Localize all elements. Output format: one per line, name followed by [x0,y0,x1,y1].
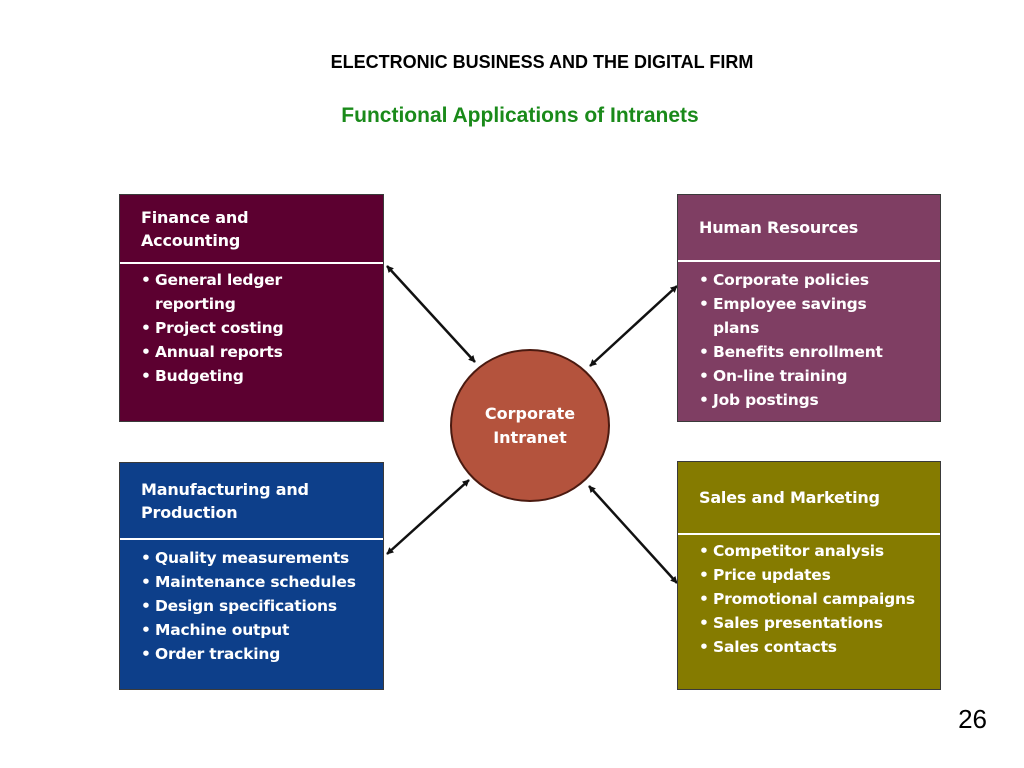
bullet-icon: • [141,271,151,289]
bullet-icon: • [699,391,709,409]
list-item-text: Promotional campaigns [713,590,915,608]
list-item-text: Annual reports [155,343,283,361]
list-item-text: Maintenance schedules [155,573,356,591]
list-item: •Employee savings plans [699,292,940,340]
list-item: •Maintenance schedules [141,570,383,594]
bullet-icon: • [141,343,151,361]
list-item: •Project costing [141,316,383,340]
list-item: •Sales contacts [699,635,940,659]
list-item: •Budgeting [141,364,383,388]
sales-marketing-title: Sales and Marketing [699,486,880,509]
arrow-finance-hub [386,265,476,363]
bullet-icon: • [699,542,709,560]
bullet-icon: • [141,621,151,639]
box-title-line: Sales and Marketing [699,488,880,507]
list-item: •Benefits enrollment [699,340,940,364]
list-item: •On-line training [699,364,940,388]
bullet-icon: • [699,566,709,584]
manufacturing-production-box: Manufacturing and Production •Quality me… [119,462,384,690]
list-item-text: Project costing [155,319,284,337]
sales-marketing-list: •Competitor analysis•Price updates•Promo… [678,539,940,659]
finance-accounting-title: Finance and Accounting [141,206,249,252]
list-item-text: Machine output [155,621,290,639]
human-resources-header: Human Resources [678,195,940,262]
bullet-icon: • [141,319,151,337]
list-item-text: Job postings [713,391,819,409]
manufacturing-production-header: Manufacturing and Production [120,463,383,540]
arrow-sales-hub [588,485,678,584]
bullet-icon: • [141,597,151,615]
slide-subtitle: Functional Applications of Intranets [341,104,699,127]
sales-marketing-header: Sales and Marketing [678,462,940,535]
bullet-icon: • [699,614,709,632]
list-item-text: Sales presentations [713,614,883,632]
list-item-text: Sales contacts [713,638,837,656]
list-item-text: On-line training [713,367,848,385]
human-resources-title: Human Resources [699,216,858,239]
box-title-line: Accounting [141,230,241,250]
manufacturing-production-title: Manufacturing and Production [141,478,309,524]
list-item: •Design specifications [141,594,383,618]
box-title-line: Human Resources [699,218,859,237]
list-item: •Price updates [699,563,940,587]
bullet-icon: • [141,573,151,591]
bullet-icon: • [699,367,709,385]
hub-label-line: Corporate [484,403,576,423]
list-item-text: Employee savings [713,295,867,313]
list-item: •Annual reports [141,340,383,364]
list-item: •Order tracking [141,642,383,666]
bullet-icon: • [141,367,151,385]
list-item-text: Quality measurements [155,549,350,567]
list-item: •Job postings [699,388,940,412]
bullet-icon: • [699,271,709,289]
list-item-text: plans [713,319,760,337]
bullet-icon: • [699,638,709,656]
bullet-icon: • [699,590,709,608]
box-title-line: Production [141,502,238,522]
bullet-icon: • [699,343,709,361]
corporate-intranet-hub: Corporate Intranet [450,349,610,502]
hub-label-line: Intranet [493,427,567,447]
bullet-icon: • [141,645,151,663]
sales-marketing-box: Sales and Marketing •Competitor analysis… [677,461,941,690]
manufacturing-production-list: •Quality measurements•Maintenance schedu… [120,546,383,666]
list-item: •General ledger reporting [141,268,383,316]
slide-title: ELECTRONIC BUSINESS AND THE DIGITAL FIRM [330,52,754,72]
list-item: •Corporate policies [699,268,940,292]
list-item: •Machine output [141,618,383,642]
list-item-text: General ledger [155,271,282,289]
list-item: •Promotional campaigns [699,587,940,611]
arrow-hr-hub [589,285,678,367]
bullet-icon: • [699,295,709,313]
list-item-text: Design specifications [155,597,337,615]
bullet-icon: • [141,549,151,567]
list-item-text: Corporate policies [713,271,869,289]
list-item-text: reporting [155,295,236,313]
list-item: •Competitor analysis [699,539,940,563]
finance-accounting-header: Finance and Accounting [120,195,383,264]
list-item-text: Budgeting [155,367,244,385]
page-number: 26 [958,704,987,734]
box-title-line: Manufacturing and [141,479,309,499]
list-item: •Quality measurements [141,546,383,570]
list-item-text: Competitor analysis [713,542,884,560]
human-resources-box: Human Resources •Corporate policies•Empl… [677,194,941,422]
arrow-mfg-hub [386,479,470,555]
list-item-text: Benefits enrollment [713,343,883,361]
list-item-text: Price updates [713,566,831,584]
box-title-line: Finance and [141,207,249,227]
list-item: •Sales presentations [699,611,940,635]
list-item-text: Order tracking [155,645,281,663]
